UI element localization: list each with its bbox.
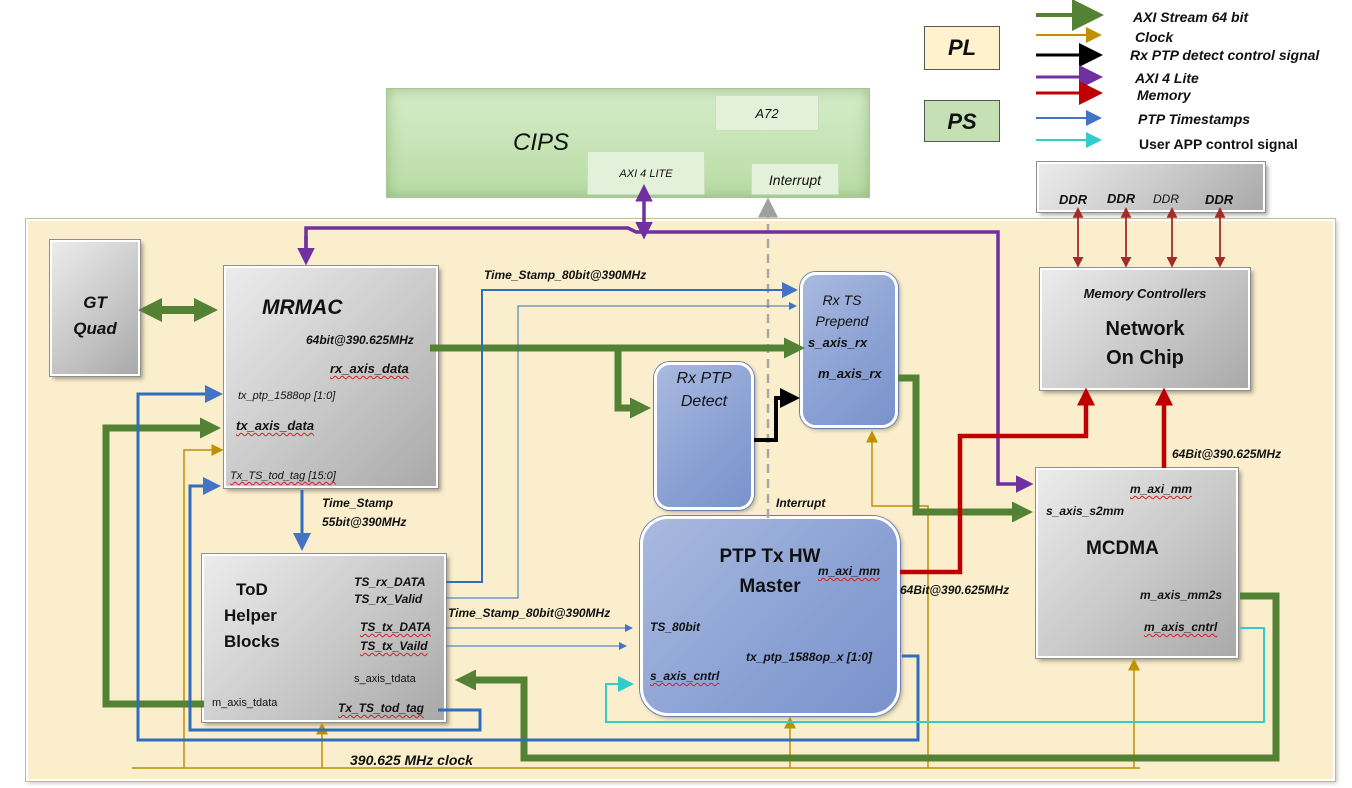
tod-ts-tx-data: TS_tx_DATA [360, 620, 431, 634]
label-time-stamp: Time_Stamp [322, 496, 394, 510]
cips-interrupt-label: Interrupt [768, 172, 822, 188]
pl-label: PL [947, 35, 977, 60]
memctl-line3: On Chip [1106, 347, 1184, 369]
label-time-stamp-80-mid: Time_Stamp_80bit@390MHz [448, 606, 611, 620]
a72-box: A72 [715, 95, 819, 131]
ddr-label-2: DDR [1107, 191, 1136, 206]
mrmac-tx-axis-data: tx_axis_data [236, 418, 315, 433]
legend-user-app: User APP control signal [1139, 136, 1298, 152]
label-clock: 390.625 MHz clock [350, 752, 473, 768]
rx-ts-prepend-m-axis-rx: m_axis_rx [818, 366, 882, 381]
tod-ts-rx-data: TS_rx_DATA [354, 575, 426, 589]
mrmac-rx-axis-data: rx_axis_data [330, 361, 409, 376]
mcdma-m-axis-mm2s: m_axis_mm2s [1140, 588, 1223, 602]
a72-label: A72 [755, 106, 779, 121]
tod-m-axis-tdata: m_axis_tdata [212, 697, 278, 709]
memctl-line1: Memory Controllers [1083, 286, 1207, 301]
ptp-tx-line1: PTP Tx HW [719, 546, 821, 567]
label-rate-mcdma: 64Bit@390.625MHz [1172, 447, 1282, 461]
rx-ts-prepend-s-axis-rx: s_axis_rx [808, 335, 868, 350]
rx-ptp-detect-block [654, 362, 754, 510]
axi4lite-label: AXI 4 LITE [619, 168, 673, 180]
ddr-label-1: DDR [1059, 192, 1088, 207]
tod-line2: Helper [224, 606, 277, 625]
rx-ts-prepend-line1: Rx TS [822, 292, 862, 308]
tod-tx-ts-tod-tag: Tx_TS_tod_tag [338, 701, 425, 715]
legend-axi4-lite: AXI 4 Lite [1135, 70, 1199, 86]
mcdma-title: MCDMA [1086, 538, 1159, 559]
rx-ptp-detect-line2: Detect [680, 393, 728, 410]
memctl-line2: Network [1105, 318, 1185, 340]
mrmac-tx-ts-tod-tag: Tx_TS_tod_tag [15:0] [230, 470, 336, 482]
interrupt-box: Interrupt [751, 163, 839, 195]
gt-quad-block: GT Quad [50, 240, 140, 376]
ptp-tx-tx-ptp-1588op-x: tx_ptp_1588op_x [1:0] [746, 650, 873, 664]
mrmac-title: MRMAC [262, 296, 343, 319]
rx-ts-prepend-block [800, 272, 898, 428]
label-rate-ptp: 64Bit@390.625MHz [900, 583, 1010, 597]
pl-legend-box: PL [924, 26, 1000, 70]
rx-ts-prepend-line2: Prepend [815, 313, 869, 329]
ptp-tx-hw-master-block [640, 516, 900, 716]
mrmac-rate: 64bit@390.625MHz [306, 333, 414, 347]
ptp-tx-s-axis-cntrl: s_axis_cntrl [650, 669, 720, 683]
tod-ts-tx-vaild: TS_tx_Vaild [360, 639, 428, 653]
legend-axi-stream: AXI Stream 64 bit [1133, 9, 1249, 25]
label-time-stamp-80-top: Time_Stamp_80bit@390MHz [484, 268, 647, 282]
mcdma-block [1036, 468, 1238, 658]
ps-label: PS [947, 109, 977, 134]
gt-quad-line1: GT [83, 293, 107, 312]
cips-block: CIPS A72 AXI 4 LITE Interrupt [386, 88, 870, 198]
cips-title: CIPS [513, 129, 570, 156]
tod-helper-block [202, 554, 446, 722]
legend-rx-ptp: Rx PTP detect control signal [1130, 47, 1320, 63]
legend-clock: Clock [1135, 29, 1174, 45]
memory-controllers-block [1040, 268, 1250, 390]
tod-line3: Blocks [224, 632, 280, 651]
ps-legend-box: PS [924, 100, 1000, 142]
mcdma-s-axis-s2mm: s_axis_s2mm [1046, 504, 1125, 518]
gt-quad-line2: Quad [73, 319, 117, 338]
ddr-label-3: DDR [1153, 192, 1179, 206]
tod-ts-rx-valid: TS_rx_Valid [354, 592, 423, 606]
mrmac-block [224, 266, 438, 488]
tod-s-axis-tdata: s_axis_tdata [354, 673, 416, 685]
ptp-tx-m-axi-mm: m_axi_mm [818, 564, 881, 578]
tod-line1: ToD [236, 580, 268, 599]
ddr-label-4: DDR [1205, 192, 1234, 207]
label-ts-55bit: 55bit@390MHz [322, 515, 407, 529]
legend-ptp-timestamps: PTP Timestamps [1138, 111, 1251, 127]
ptp-tx-line2: Master [739, 576, 801, 597]
rx-ptp-detect-line1: Rx PTP [676, 370, 732, 387]
mcdma-m-axis-cntrl: m_axis_cntrl [1144, 620, 1218, 634]
ptp-tx-ts-80bit: TS_80bit [650, 620, 701, 634]
mcdma-m-axi-mm: m_axi_mm [1130, 482, 1193, 496]
label-interrupt: Interrupt [776, 496, 826, 510]
ddr-bar: DDR DDR DDR DDR [1037, 162, 1265, 212]
mrmac-tx-ptp-1588op: tx_ptp_1588op [1:0] [238, 390, 336, 402]
legend-memory: Memory [1137, 87, 1191, 103]
